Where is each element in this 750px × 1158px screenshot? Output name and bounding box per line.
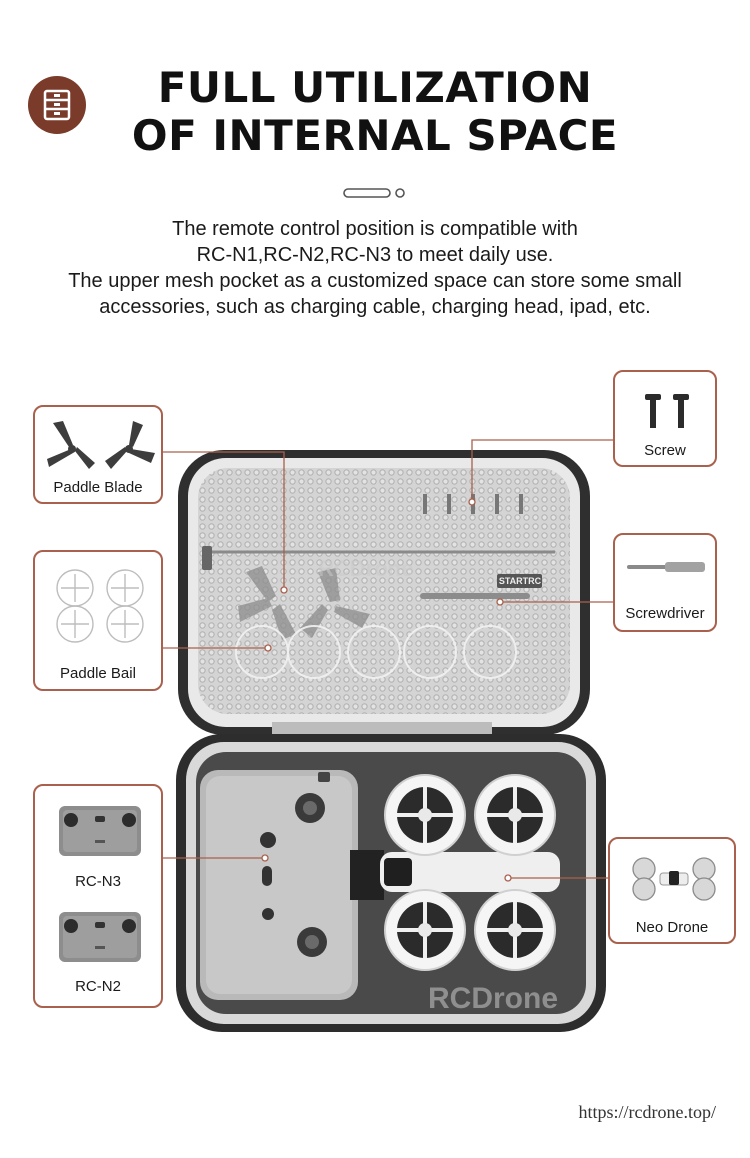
footer-url: https://rcdrone.top/ [578,1102,716,1122]
page-title-line1: FULL UTILIZATION [157,63,593,112]
case-lid [178,450,590,735]
neo-drone-icon [632,857,716,901]
callout-label: Paddle Bail [60,665,136,682]
callout-paddle-blade: Paddle Blade [33,405,163,504]
callout-label: Screwdriver [625,605,705,622]
callout-label: Screw [644,442,686,459]
screwdriver-icon [627,562,705,572]
rc-n2-icon [59,912,141,962]
description-line: accessories, such as charging cable, cha… [99,296,651,318]
description-line: RC-N1,RC-N2,RC-N3 to meet daily use. [196,244,554,266]
callout-screwdriver: Screwdriver [613,533,717,632]
callout-screw: Screw [613,370,717,467]
screw-icon [645,394,689,428]
paddle-blade-icon [47,421,155,469]
callout-label: RC-N2 [75,978,121,995]
callout-paddle-bail: Paddle Bail [33,550,163,691]
callout-label: RC-N3 [75,873,121,890]
callout-neo-drone: Neo Drone [608,837,736,944]
storage-drawer-icon [28,76,86,134]
page-title-line2: OF INTERNAL SPACE [131,111,619,160]
carrying-case-illustration [162,439,615,1032]
case-brand-tag: STARTRC [498,576,542,586]
watermark: RCDrone [428,982,559,1015]
callout-label: Paddle Blade [53,479,143,496]
description-line: The upper mesh pocket as a customized sp… [68,270,682,292]
callout-label: Neo Drone [635,919,709,936]
watermark: RCDrone [318,556,414,581]
callout-remote-controllers: RC-N3 RC-N2 [33,784,163,1008]
paddle-bail-icon [56,569,144,643]
slider-divider-icon [343,188,405,198]
case-tray [176,734,606,1032]
rc-n3-icon [59,806,141,856]
description-line: The remote control position is compatibl… [172,218,578,240]
